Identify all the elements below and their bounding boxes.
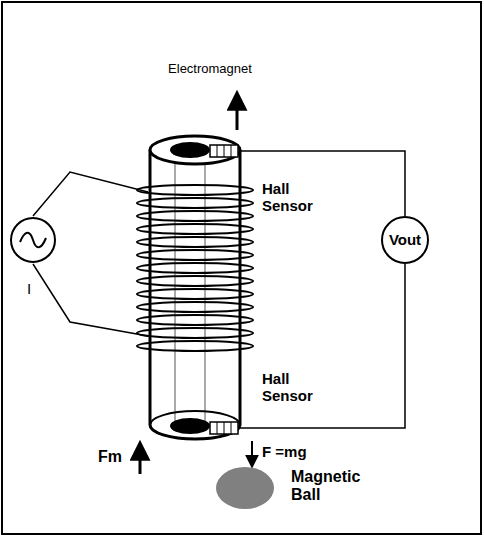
meter-label: Vout xyxy=(389,231,421,248)
force-label: Fm xyxy=(98,448,134,466)
force-label: F =mg xyxy=(262,443,342,460)
magnetic-ball-outline xyxy=(215,466,275,510)
current-label: I xyxy=(27,280,41,297)
coil xyxy=(137,185,253,351)
core-bottom xyxy=(150,411,240,439)
voltmeter-circle: Vout xyxy=(381,216,429,264)
wire xyxy=(33,172,148,216)
wire xyxy=(238,264,405,428)
core xyxy=(150,150,240,425)
force-arrow xyxy=(251,441,253,466)
force-arrow xyxy=(139,444,142,474)
wire xyxy=(33,264,148,336)
hall-sensor-symbol xyxy=(170,418,210,434)
part-label: Magnetic Ball xyxy=(291,468,371,505)
hall-sensor-symbol xyxy=(210,422,238,434)
hall-sensor-symbol xyxy=(210,145,238,157)
direction-arrow xyxy=(236,94,239,130)
part-label: Electromagnet xyxy=(158,62,262,77)
sensor-label: Hall Sensor xyxy=(262,370,328,405)
core-edge xyxy=(149,150,152,425)
sensor-label: Hall Sensor xyxy=(262,180,328,215)
magnetic-ball: Magnetic Ball xyxy=(215,466,275,510)
core-top xyxy=(150,136,240,164)
ac-source-symbol xyxy=(11,218,55,262)
hall-sensor-symbol xyxy=(170,142,210,158)
wire xyxy=(238,151,405,216)
sine-symbol xyxy=(20,233,46,248)
core-edge xyxy=(239,150,242,425)
